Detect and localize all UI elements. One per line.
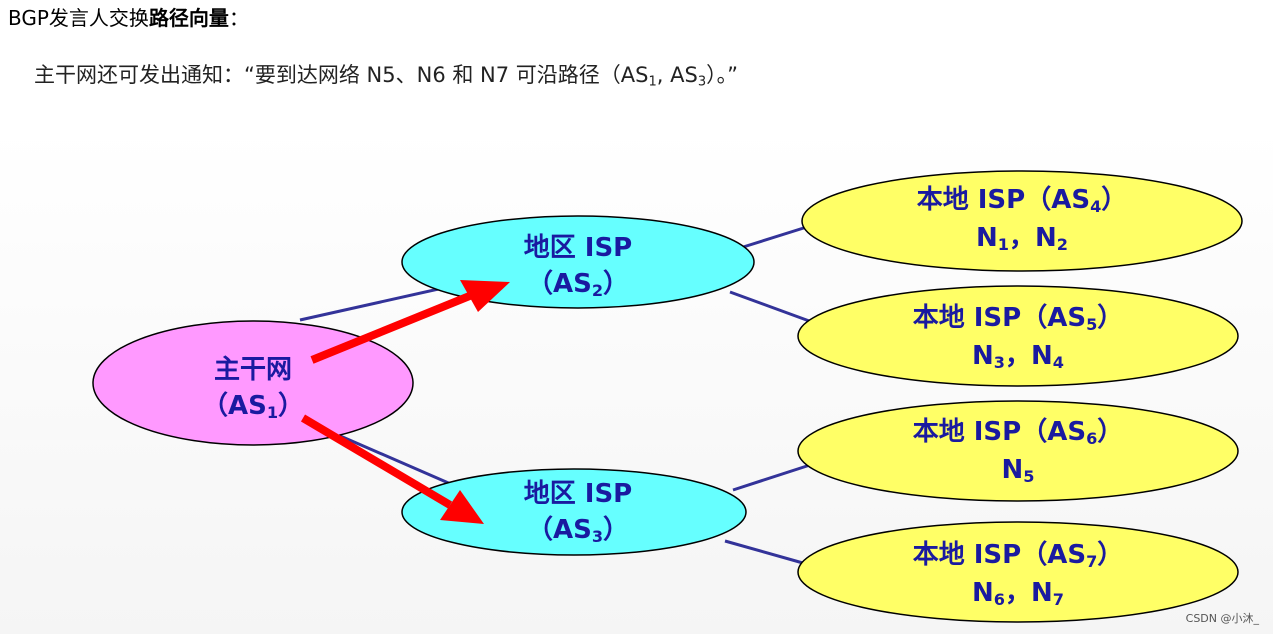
notice-mid: , AS [656, 63, 698, 87]
local-isp-as7-label: 本地 ISP（AS7） N6，N7 [868, 536, 1168, 612]
local-isp-as4-networks: N1，N2 [976, 223, 1068, 255]
local-isp-as5-name: 本地 ISP（AS5） [912, 303, 1124, 335]
local-isp-as6-node [797, 400, 1239, 502]
arrow-head-up [460, 280, 510, 312]
region-isp-as3-label: 地区 ISP （AS3） [478, 476, 678, 548]
local-isp-as5-label: 本地 ISP（AS5） N3，N4 [868, 299, 1168, 375]
announcement-arrows [300, 280, 510, 524]
title-bold: 路径向量 [148, 6, 229, 30]
region-isp-as2-name: 地区 ISP [523, 233, 633, 263]
region-isp-as3-name: 地区 ISP [523, 479, 633, 509]
watermark: CSDN @小沐_ [1185, 612, 1259, 625]
local-isp-as4-node [801, 170, 1243, 272]
local-isp-as7-name: 本地 ISP（AS7） [912, 540, 1124, 572]
region-isp-as2-label: 地区 ISP （AS2） [478, 230, 678, 302]
backbone-name: 主干网 [213, 355, 292, 385]
region-isp-as3-as: （AS3） [526, 515, 630, 547]
local-isp-as6-name: 本地 ISP（AS6） [912, 417, 1124, 449]
notice-line: 主干网还可发出通知：“要到达网络 N5、N6 和 N7 可沿路径（AS1, AS… [34, 60, 738, 90]
backbone-as: （AS1） [201, 391, 305, 423]
page-title: BGP发言人交换路径向量： [8, 4, 249, 32]
local-isp-as7-networks: N6，N7 [972, 578, 1064, 610]
notice-text: 主干网还可发出通知：“要到达网络 N5、N6 和 N7 可沿路径（AS [34, 63, 649, 87]
local-isp-as5-node [797, 285, 1239, 387]
arrow-shaft-down [300, 414, 453, 509]
link-as3-as7 [724, 539, 811, 567]
local-isp-as4-label: 本地 ISP（AS4） N1，N2 [872, 181, 1172, 257]
local-isp-as4-name: 本地 ISP（AS4） [916, 185, 1128, 217]
local-isp-as5-networks: N3，N4 [972, 341, 1064, 373]
link-as2-as4 [739, 224, 811, 250]
notice-sub2: 3 [697, 74, 707, 90]
title-suffix: ： [228, 6, 249, 30]
arrow-head-down [440, 490, 484, 524]
arrow-shaft-up [310, 291, 474, 364]
link-as2-as5 [729, 290, 813, 324]
region-isp-as3-node [401, 468, 747, 556]
region-isp-as2-as: （AS2） [526, 269, 630, 301]
notice-end: ）。” [706, 63, 738, 87]
local-isp-as6-networks: N5 [1001, 455, 1035, 487]
local-isp-as7-node [797, 521, 1239, 623]
backbone-label: 主干网 （AS1） [153, 352, 353, 424]
link-as3-as6 [732, 463, 811, 492]
title-prefix: BGP发言人交换 [8, 6, 149, 30]
local-isp-as6-label: 本地 ISP（AS6） N5 [868, 413, 1168, 489]
notice-sub1: 1 [648, 74, 657, 90]
